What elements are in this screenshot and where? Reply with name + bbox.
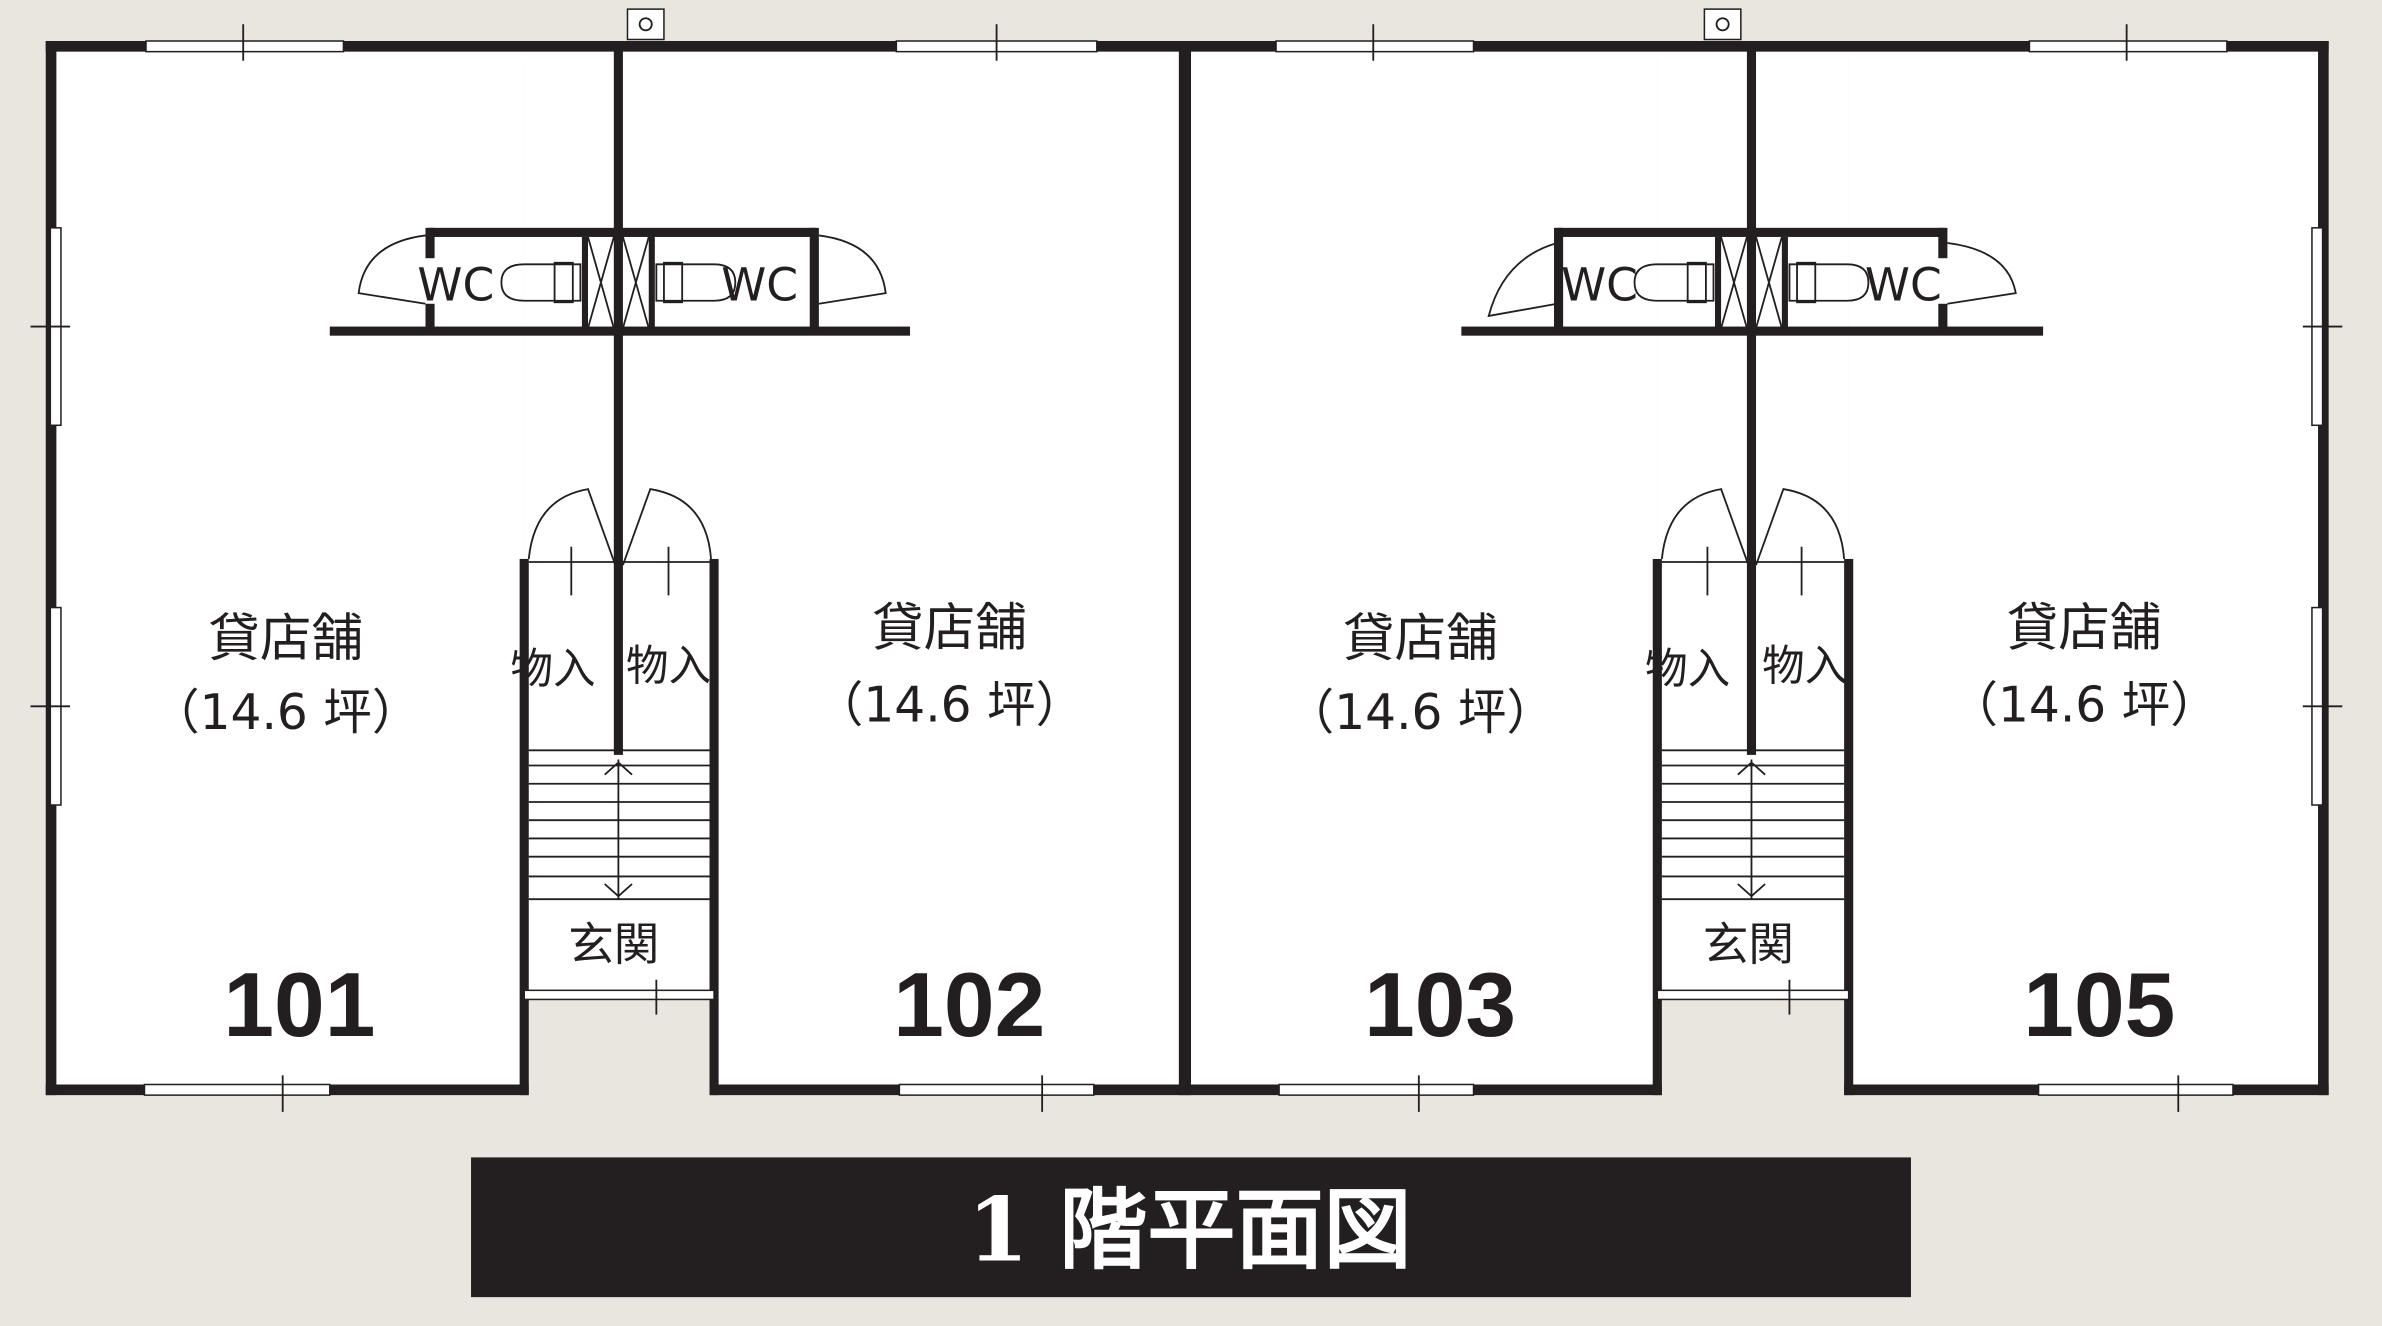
- entrance-label-left: 玄関: [568, 918, 659, 971]
- unit-number: 101: [223, 955, 375, 1056]
- vents: [626, 8, 1742, 41]
- walls: [45, 41, 2329, 1096]
- storage-label-102: 物入: [626, 642, 711, 691]
- windows: [30, 24, 2343, 1112]
- wc-label-105: WC: [1865, 259, 1942, 312]
- stairs: [528, 749, 1845, 901]
- storage-label-105: 物入: [1762, 642, 1847, 691]
- unit-area: （14.6 坪）: [151, 685, 420, 741]
- unit-102: 貸店舗 （14.6 坪） 102: [815, 599, 1084, 1056]
- storage-label-103: 物入: [1645, 646, 1730, 695]
- wc-label-101: WC: [417, 259, 494, 312]
- wc-label-103: WC: [1561, 259, 1638, 312]
- unit-label: 貸店舗: [2007, 599, 2162, 659]
- storage-label-101: 物入: [511, 646, 596, 695]
- entrance-label-right: 玄関: [1703, 918, 1794, 971]
- unit-number: 103: [1364, 955, 1516, 1056]
- unit-number: 105: [2023, 955, 2175, 1056]
- unit-area: （14.6 坪）: [1286, 685, 1555, 741]
- unit-103: 貸店舗 （14.6 坪） 103: [1286, 609, 1555, 1056]
- room-102-floor: [714, 45, 1185, 1091]
- toilets: [500, 261, 1870, 304]
- page-title: 1 階平面図: [967, 1178, 1411, 1282]
- title-banner: [471, 1157, 1911, 1298]
- unit-101: 貸店舗 （14.6 坪） 101: [151, 609, 420, 1056]
- unit-105: 貸店舗 （14.6 坪） 105: [1949, 599, 2218, 1056]
- unit-number: 102: [893, 955, 1045, 1056]
- room-103-floor: [1184, 45, 1658, 1091]
- unit-area: （14.6 坪）: [815, 677, 1084, 733]
- unit-area: （14.6 坪）: [1949, 677, 2218, 733]
- unit-label: 貸店舗: [872, 599, 1027, 659]
- doors: [357, 234, 2017, 596]
- unit-label: 貸店舗: [208, 609, 363, 669]
- wc-label-102: WC: [721, 259, 798, 312]
- unit-label: 貸店舗: [1343, 609, 1498, 669]
- room-101-floor: [50, 45, 525, 1091]
- shaft-crosses: [587, 236, 1783, 329]
- room-105-floor: [1848, 45, 2325, 1091]
